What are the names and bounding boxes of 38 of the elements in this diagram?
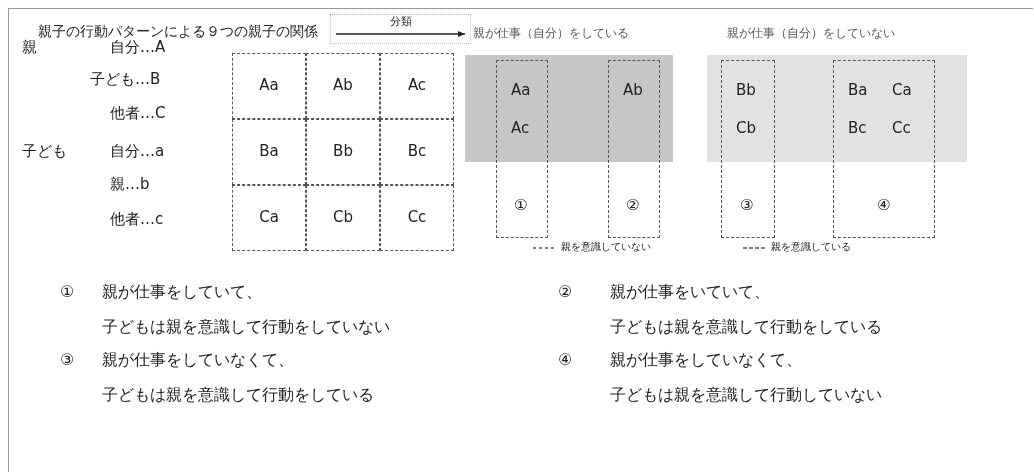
grid-cell: Ba	[232, 119, 306, 185]
description-text: 親が仕事をしていなくて、	[610, 350, 802, 370]
code-label: 親…b	[110, 175, 150, 193]
grid-cell: Ab	[306, 53, 380, 119]
arrow	[335, 31, 466, 37]
description-text: 親が仕事をしていなくて、	[102, 350, 294, 370]
grid-cell: Bc	[380, 119, 454, 185]
description-text: 子どもは親を意識して行動していない	[610, 385, 882, 405]
description-text: 子どもは親を意識して行動をしていない	[102, 317, 390, 337]
code-label: 他者…c	[110, 210, 164, 228]
grid-cell: Cb	[306, 185, 380, 251]
grid-cell: Ac	[380, 53, 454, 119]
group-box: Aa Ac ①	[496, 60, 548, 238]
item-number: ②	[558, 282, 573, 302]
description-text: 親が仕事をしていて、	[102, 282, 262, 302]
group-box: Bb Cb ③	[721, 60, 775, 238]
category-label: 親	[22, 38, 37, 56]
description-text: 子どもは親を意識して行動をしている	[610, 317, 882, 337]
code-label: 自分…A	[110, 38, 166, 56]
code-label: 自分…a	[110, 142, 165, 160]
code-label: 他者…C	[110, 104, 166, 122]
code-label: 子ども…B	[90, 70, 161, 88]
grid-cell: Bb	[306, 119, 380, 185]
description-text: 親が仕事をいていて、	[610, 282, 770, 302]
item-number: ①	[60, 282, 75, 302]
category-label: 子ども	[22, 142, 67, 160]
legend-text: 親を意識していない	[561, 241, 651, 253]
grid-cell: Aa	[232, 53, 306, 119]
item-number: ③	[60, 350, 75, 370]
legend-text: 親を意識している	[771, 241, 851, 253]
grid-cell: Cc	[380, 185, 454, 251]
grid-cell: Ca	[232, 185, 306, 251]
group-box: Ab ②	[608, 60, 660, 238]
group-box: Ba Ca Bc Cc ④	[833, 60, 935, 238]
item-number: ④	[558, 350, 573, 370]
description-text: 子どもは親を意識して行動をしている	[102, 385, 374, 405]
section-heading: 親が仕事（自分）をしている	[473, 27, 629, 39]
section-heading: 親が仕事（自分）をしていない	[727, 27, 895, 39]
